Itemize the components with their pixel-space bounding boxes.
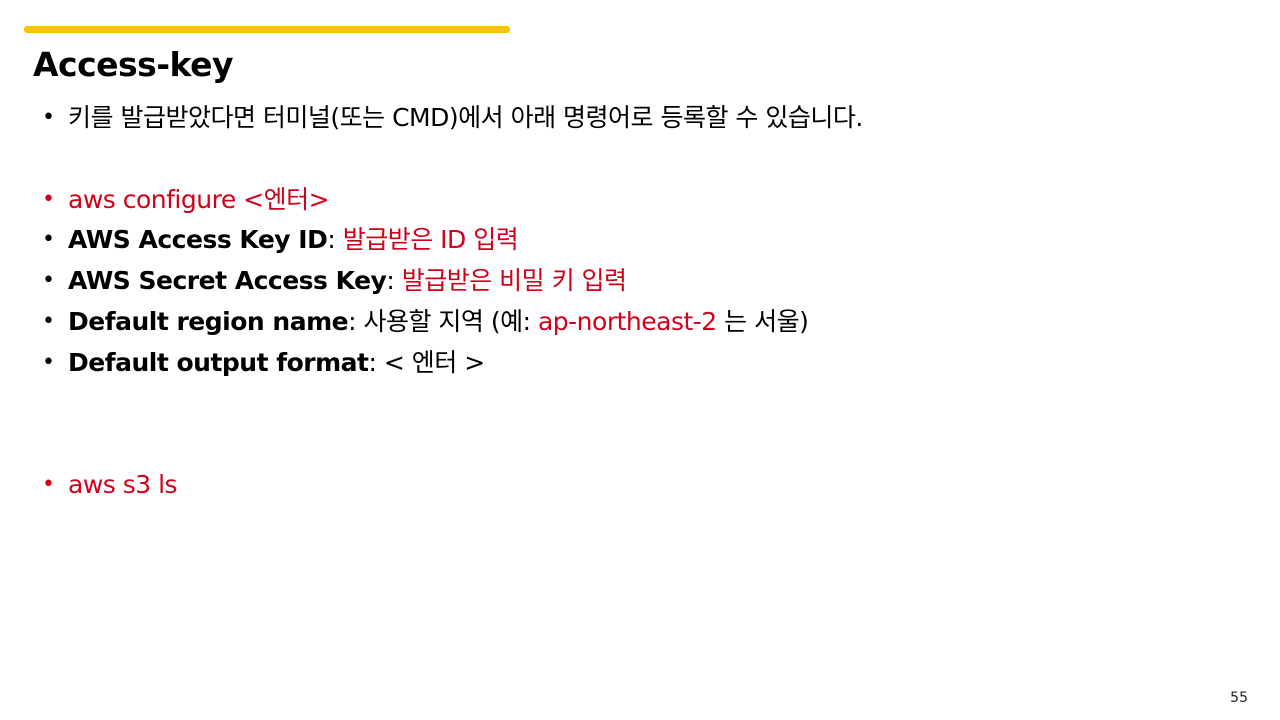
s3-command-text: aws s3 ls: [68, 470, 178, 500]
bullet-access-key-id: • AWS Access Key ID: 발급받은 ID 입력: [38, 220, 1238, 261]
bullet-dot-icon: •: [42, 308, 55, 334]
blank-line: [38, 139, 1238, 180]
bullet-list: • 키를 발급받았다면 터미널(또는 CMD)에서 아래 명령어로 등록할 수 …: [38, 98, 1238, 506]
bullet-secret-access-key: • AWS Secret Access Key: 발급받은 비밀 키 입력: [38, 261, 1238, 302]
bullet-configure-command: • aws configure <엔터>: [38, 180, 1238, 221]
bullet-s3-command: • aws s3 ls: [38, 465, 1238, 506]
output-text: : < 엔터 >: [368, 347, 486, 377]
access-key-value: 발급받은 ID 입력: [342, 225, 519, 255]
secret-key-separator: :: [386, 266, 402, 296]
access-key-separator: :: [327, 225, 343, 255]
bullet-dot-icon: •: [42, 105, 55, 130]
bullet-dot-icon: •: [42, 268, 55, 294]
bullet-dot-icon: •: [42, 227, 55, 253]
bullet-default-region: • Default region name: 사용할 지역 (예: ap-nor…: [38, 302, 1238, 343]
page-number: 55: [1230, 690, 1248, 706]
bullet-dot-icon: •: [42, 349, 55, 375]
title-accent-bar: [24, 26, 510, 33]
region-label: Default region name: [68, 306, 349, 336]
slide-title: Access-key: [33, 45, 233, 84]
region-text-before: : 사용할 지역 (예:: [348, 306, 538, 336]
region-example: ap-northeast-2: [537, 306, 717, 336]
secret-key-value: 발급받은 비밀 키 입력: [401, 266, 627, 296]
intro-text: 키를 발급받았다면 터미널(또는 CMD)에서 아래 명령어로 등록할 수 있습…: [68, 103, 863, 132]
region-text-after: 는 서울): [716, 306, 809, 336]
bullet-dot-icon: •: [42, 186, 55, 212]
access-key-label: AWS Access Key ID: [68, 225, 328, 255]
configure-command-text: aws configure <엔터>: [68, 184, 330, 214]
bullet-default-output-format: • Default output format: < 엔터 >: [38, 343, 1238, 384]
bullet-intro: • 키를 발급받았다면 터미널(또는 CMD)에서 아래 명령어로 등록할 수 …: [38, 98, 1238, 139]
bullet-dot-icon: •: [42, 472, 55, 498]
secret-key-label: AWS Secret Access Key: [68, 266, 387, 296]
output-label: Default output format: [68, 347, 369, 377]
blank-lines: [38, 384, 1238, 466]
